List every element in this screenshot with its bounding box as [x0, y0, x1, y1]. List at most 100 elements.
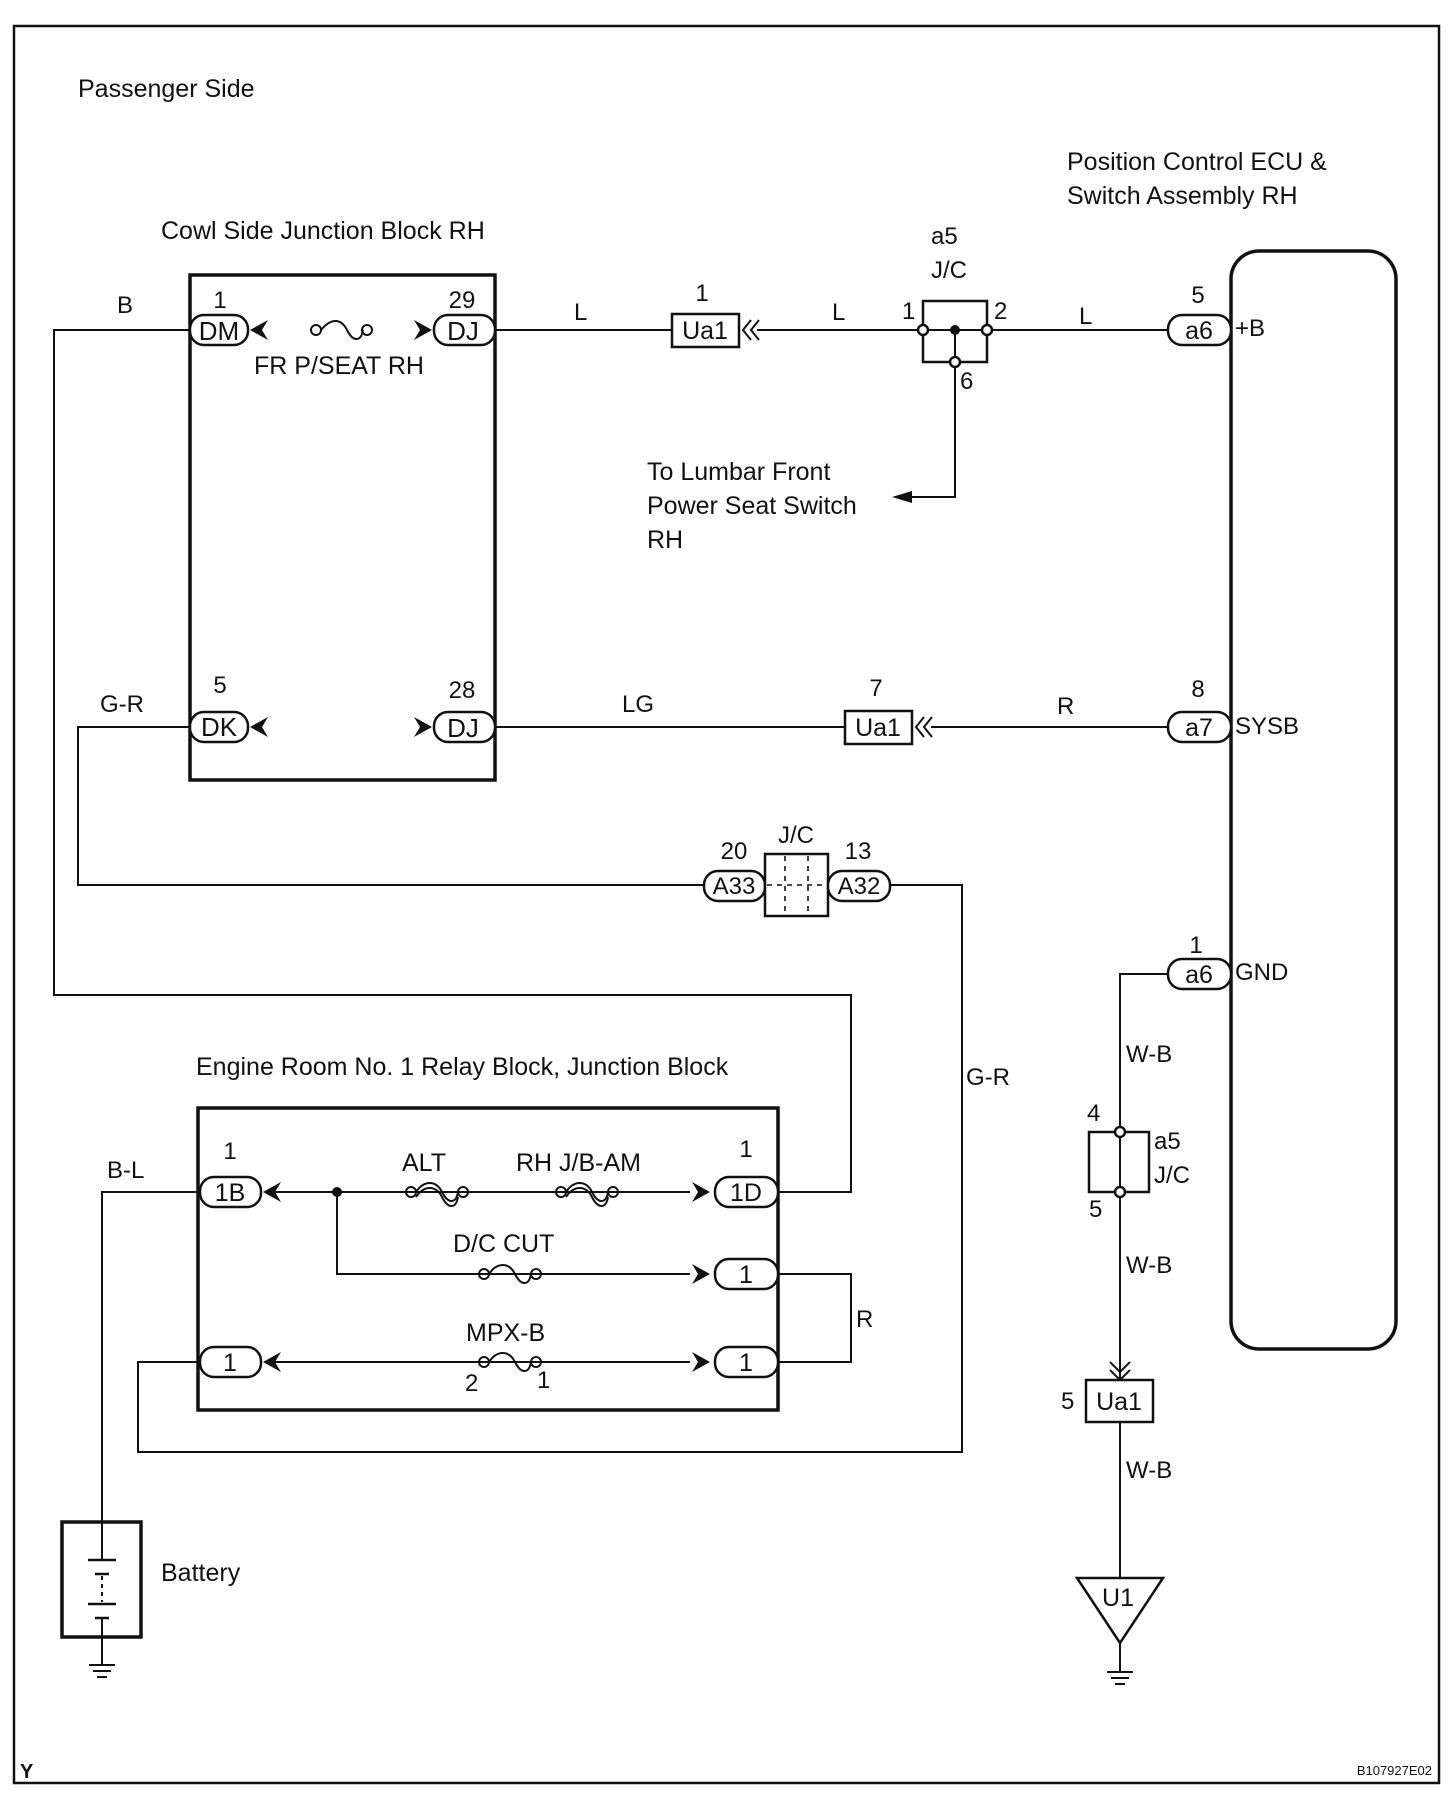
wire-label-bl: B-L [107, 1157, 144, 1184]
fuse-alt-end-right [457, 1186, 469, 1198]
connector-ua1-mid-mark-b [922, 716, 933, 738]
connector-dj29-code: DJ [447, 316, 479, 346]
jc-a5-top-name: a5 [931, 223, 958, 250]
connector-dm-pin: 1 [213, 287, 226, 314]
terminal-arrow-dj29 [414, 320, 432, 340]
connector-ua1-top-mark-b [749, 319, 760, 341]
connector-1d-pin: 1 [739, 1136, 752, 1163]
wire-label-l3: L [1079, 303, 1092, 330]
jc-a5-gnd-pin4 [1113, 1125, 1127, 1139]
fuse-rhjb [565, 1182, 609, 1202]
fuse-alt-b [415, 1187, 459, 1207]
fuse-alt-label: ALT [402, 1149, 446, 1177]
jc-a5-top-pin2-label: 2 [994, 298, 1007, 325]
terminal-plus-b: +B [1235, 315, 1265, 342]
connector-a6-gnd [1166, 957, 1233, 991]
connector-a32 [826, 869, 892, 903]
fuse-mpx-pin-right: 1 [537, 1367, 550, 1394]
connector-dk-pin: 5 [213, 672, 226, 699]
jc-a5-top-pin6-label: 6 [960, 368, 973, 395]
fuse-dc-label: D/C CUT [453, 1230, 554, 1258]
connector-ua1-gnd-mark-a [1109, 1361, 1131, 1374]
connector-ua1-top-code: Ua1 [682, 317, 728, 345]
wire-label-b: B [117, 292, 133, 319]
jc-a5-gnd-pin4-label: 4 [1087, 1100, 1100, 1127]
wire-r2 [778, 1273, 852, 1363]
connector-dm [188, 313, 250, 347]
connector-jb-mpx-right-code: 1 [739, 1349, 753, 1377]
fuse-mpx [488, 1352, 532, 1372]
jc-a5-gnd-pin5 [1113, 1185, 1127, 1199]
wire-label-wb2: W-B [1126, 1252, 1172, 1279]
fuse-rhjb-b [565, 1187, 609, 1207]
terminal-arrow-mpx-right [692, 1352, 710, 1372]
fuse-fr-pseat-label: FR P/SEAT RH [254, 352, 424, 380]
jc-a5-top-node [950, 325, 960, 335]
wire-gr1 [77, 726, 704, 886]
connector-a33-code: A33 [713, 873, 756, 900]
connector-ua1-mid-mark-a [914, 716, 925, 738]
connector-jb-dc [713, 1257, 780, 1291]
page-frame [12, 24, 1441, 1785]
figure-code: B107927E02 [1357, 1763, 1432, 1778]
jb-splice-node [332, 1187, 342, 1197]
connector-jb-mpx-left [198, 1345, 263, 1379]
terminal-arrow-dm [250, 320, 268, 340]
connector-1b-pin: 1 [223, 1138, 236, 1165]
connector-dj28-pin: 28 [449, 677, 476, 704]
connector-a6-plusb [1166, 313, 1233, 347]
cowl-junction-block [188, 273, 497, 782]
wire-label-r2: R [856, 1306, 873, 1333]
jc-a5-top-pin2 [980, 323, 994, 337]
ground-point-u1-code: U1 [1102, 1584, 1134, 1612]
connector-a6-gnd-code: a6 [1185, 961, 1213, 989]
connector-1b [198, 1175, 263, 1209]
fuse-alt [415, 1182, 459, 1202]
wire-b [53, 329, 852, 1193]
connector-a32-code: A32 [838, 873, 881, 900]
fuse-mpx-end-right [530, 1356, 542, 1368]
jc-a5-top-pin1 [916, 323, 930, 337]
ecu-title-line1: Position Control ECU & [1067, 148, 1327, 176]
battery-label: Battery [161, 1559, 241, 1587]
connector-ua1-top-pin: 1 [695, 280, 708, 307]
fuse-dc [488, 1264, 532, 1284]
ecu-switch-assembly [1229, 249, 1398, 1351]
wire-label-l1: L [574, 299, 587, 326]
jc-mid-type: J/C [778, 822, 814, 849]
connector-a7-pin: 8 [1191, 676, 1204, 703]
lumbar-arrow [892, 491, 912, 503]
cowl-block-title: Cowl Side Junction Block RH [161, 217, 485, 245]
wires [53, 329, 1168, 1672]
fuse-mpx-pin-left: 2 [465, 1370, 478, 1397]
jc-a5-top-type: J/C [931, 257, 967, 284]
ground-point-u1 [1074, 1576, 1166, 1646]
connector-dj28-code: DJ [447, 713, 479, 743]
wire-label-gr2: G-R [966, 1064, 1010, 1091]
terminal-sysb: SYSB [1235, 713, 1299, 740]
passenger-side-title: Passenger Side [78, 75, 255, 103]
connector-a6-gnd-pin: 1 [1189, 932, 1202, 959]
fuse-rhjb-end-right [607, 1186, 619, 1198]
terminal-arrow-1d [692, 1182, 710, 1202]
connector-1d-code: 1D [730, 1179, 762, 1207]
ecu-title-line2: Switch Assembly RH [1067, 182, 1298, 210]
connector-jb-dc-code: 1 [739, 1261, 753, 1289]
wire-label-gr1: G-R [100, 691, 144, 718]
engine-relay-block [196, 1106, 780, 1412]
fuse-fr-pseat [320, 320, 364, 340]
terminal-gnd: GND [1235, 959, 1288, 986]
fuse-mpx-label: MPX-B [466, 1319, 545, 1347]
connector-a7-code: a7 [1185, 714, 1213, 742]
lumbar-label-line2: Power Seat Switch [647, 492, 857, 520]
terminal-arrow-dk [250, 717, 268, 737]
connector-ua1-mid-code: Ua1 [855, 714, 901, 742]
wire-jb-dc [336, 1192, 690, 1275]
connector-a7 [1166, 710, 1233, 744]
connector-dm-code: DM [199, 316, 239, 346]
connector-dj29-pin: 29 [449, 287, 476, 314]
terminal-arrow-dc [692, 1264, 710, 1284]
connector-a33-pin: 20 [721, 838, 748, 865]
connector-dk [188, 710, 250, 744]
